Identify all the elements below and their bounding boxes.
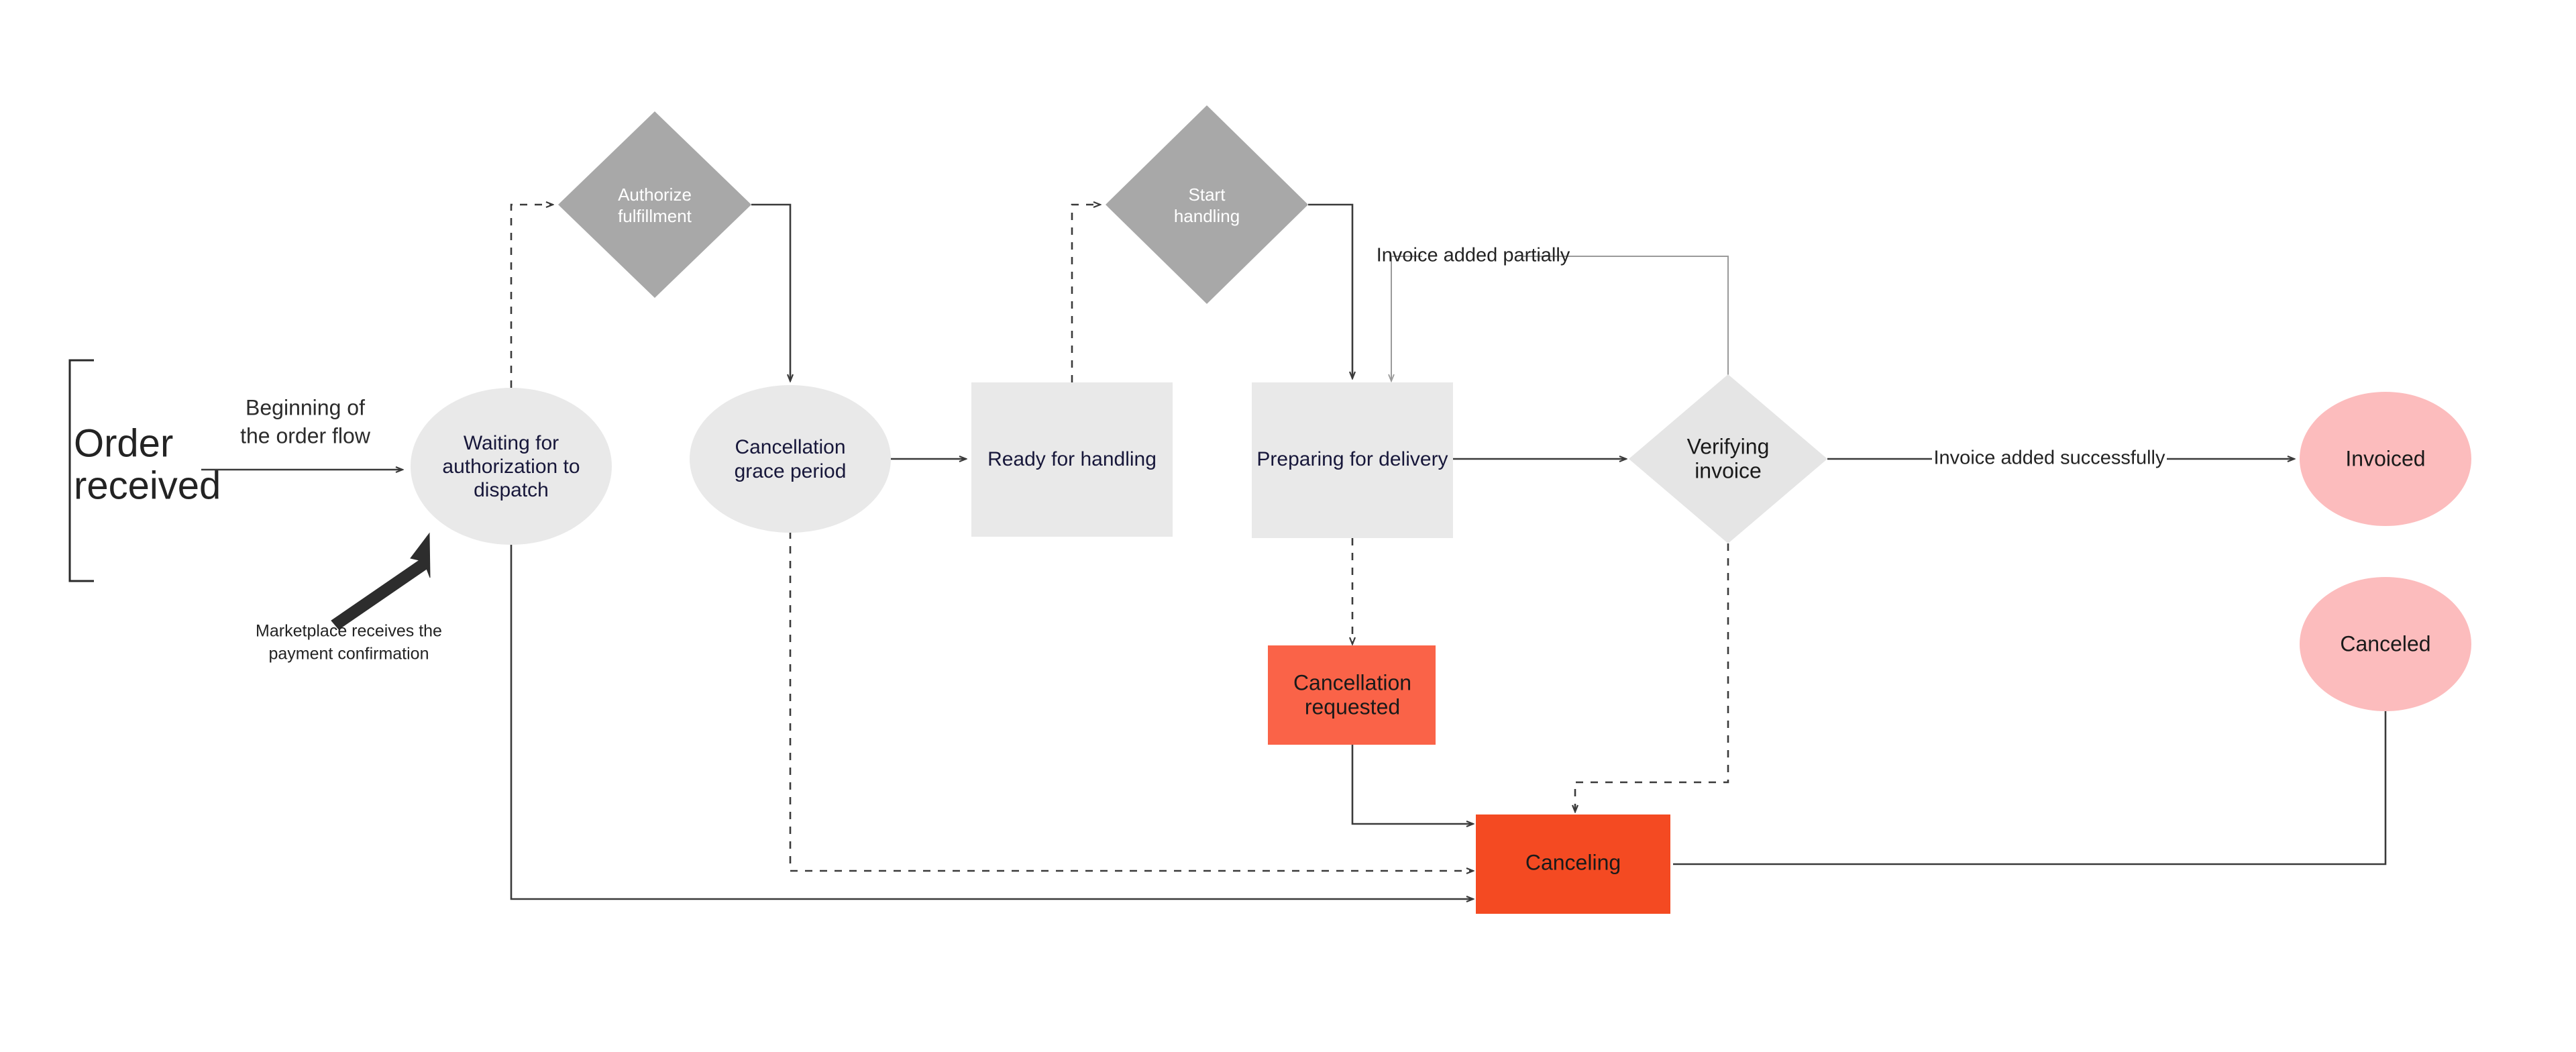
node-shape-ellipse [690, 385, 891, 533]
edge-waiting-to-authorize [510, 205, 553, 388]
edge-starthandling-to-preparing [1308, 203, 1352, 378]
node-cancellation-requested[interactable]: Cancellation requested [1268, 645, 1436, 745]
node-waiting-for-authorization-to-dispatch[interactable]: Waiting for authorization to dispatch [411, 388, 612, 545]
node-shape-ellipse [411, 388, 612, 545]
node-label-line-2: grace period [735, 460, 847, 482]
group-title-line2: received [74, 464, 221, 507]
node-verifying-invoice[interactable]: Verifying invoice [1629, 374, 1827, 543]
node-label-line-1: Waiting for [464, 432, 559, 454]
node-ready-for-handling[interactable]: Ready for handling [971, 382, 1173, 537]
edge-grace-to-canceling [789, 531, 1473, 871]
node-invoiced[interactable]: Invoiced [2300, 392, 2471, 526]
node-label-line-1: Authorize [618, 185, 692, 205]
edge-authorize-to-grace [751, 203, 790, 381]
node-label-line-2: fulfillment [618, 206, 692, 226]
edge-invoice-partial-left-segment [1391, 256, 1422, 381]
node-shape-ellipse [2300, 392, 2471, 526]
node-shape-rect [1476, 814, 1670, 914]
marketplace-note-arrow [331, 532, 431, 630]
edge-verifying-to-canceling [1575, 543, 1729, 812]
node-label-line-2: invoice [1695, 458, 1762, 482]
node-label-line-1: Preparing for delivery [1256, 448, 1448, 470]
edge-invoice-partial-right-segment [1523, 256, 1729, 376]
marketplace-note-line1: Marketplace receives the [256, 622, 442, 641]
marketplace-note-line2: payment confirmation [268, 645, 429, 664]
node-cancellation-grace-period[interactable]: Cancellation grace period [690, 385, 891, 533]
node-label-line-3: dispatch [474, 479, 549, 501]
order-received-bracket [68, 359, 94, 582]
node-shape-rect [1268, 645, 1436, 745]
edge-ready-to-starthandling [1071, 205, 1100, 382]
node-authorize-fulfillment[interactable]: Authorize fulfillment [558, 111, 751, 298]
node-label-line-1: Canceled [2340, 631, 2430, 655]
node-label-line-2: handling [1174, 206, 1240, 226]
node-label-line-2: requested [1305, 694, 1400, 719]
node-label-line-1: Ready for handling [987, 448, 1157, 470]
edge-label-beginning-line1: Beginning of [246, 395, 365, 419]
edge-label-invoice-success: Invoice added successfully [1934, 448, 2165, 469]
node-preparing-for-delivery[interactable]: Preparing for delivery [1252, 382, 1453, 538]
node-shape-rect [971, 382, 1173, 537]
node-label-line-1: Canceling [1525, 850, 1621, 874]
node-shape-diamond [1106, 105, 1308, 304]
node-label-line-2: authorization to [442, 456, 580, 478]
node-label-line-1: Invoiced [2345, 446, 2425, 470]
edge-canceling-to-canceled [1673, 679, 2385, 865]
node-label-line-1: Cancellation [735, 436, 845, 458]
node-shape-rect [1252, 382, 1453, 538]
edge-waiting-to-canceling [510, 545, 1473, 899]
node-canceled[interactable]: Canceled [2300, 577, 2471, 711]
node-label-line-1: Start [1189, 185, 1226, 205]
node-start-handling[interactable]: Start handling [1106, 105, 1308, 304]
node-shape-diamond [558, 111, 751, 298]
edge-label-beginning-line2: the order flow [240, 423, 371, 448]
edge-cancelreq-to-canceling [1351, 745, 1473, 824]
edge-label-invoice-partial: Invoice added partially [1377, 245, 1570, 266]
node-shape-ellipse [2300, 577, 2471, 711]
group-title-line1: Order [74, 421, 173, 465]
node-label-line-1: Cancellation [1293, 670, 1411, 694]
node-canceling[interactable]: Canceling [1476, 814, 1670, 914]
node-label-line-1: Verifying [1687, 434, 1770, 458]
node-shape-diamond [1629, 374, 1827, 543]
